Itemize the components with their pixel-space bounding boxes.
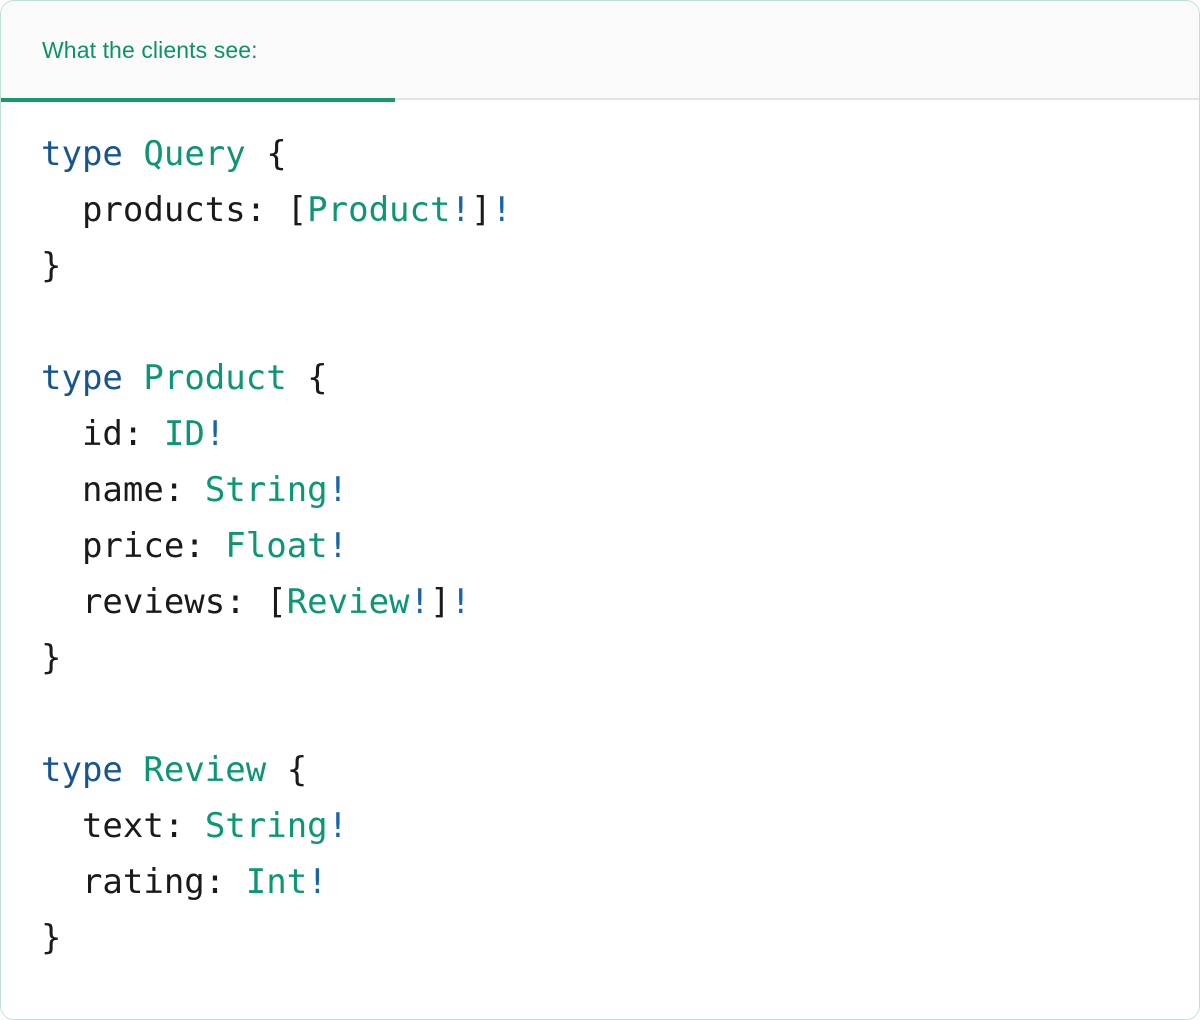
code-line: } <box>41 638 61 678</box>
code-token-plain <box>41 190 82 230</box>
code-line: price: Float! <box>41 526 348 566</box>
code-token-bang: ! <box>204 414 226 454</box>
code-token-punc: ] <box>430 582 451 622</box>
code-area: type Query { products: [Product!]! } typ… <box>1 100 1199 1019</box>
code-line: reviews: [Review!]! <box>41 582 471 622</box>
code-token-field: id <box>81 414 123 454</box>
code-token-type: Review <box>143 750 267 790</box>
code-line: type Review { <box>41 750 307 790</box>
code-token-punc: { <box>266 134 287 174</box>
code-token-punc: [ <box>286 190 308 230</box>
code-token-plain <box>41 806 82 846</box>
code-token-field: text <box>81 806 164 846</box>
tab-bar: What the clients see: <box>1 1 1199 102</box>
code-token-punc: ] <box>470 190 492 230</box>
code-line: rating: Int! <box>41 862 328 902</box>
code-token-plain <box>225 862 245 902</box>
code-token-kw: type <box>41 358 123 398</box>
code-token-plain <box>246 582 266 622</box>
code-token-field: reviews <box>81 582 226 622</box>
code-line: text: String! <box>41 806 348 846</box>
code-token-punc: } <box>41 918 62 958</box>
code-token-bang: ! <box>327 470 349 510</box>
code-token-plain <box>41 470 82 510</box>
code-token-punc: [ <box>266 582 287 622</box>
graphql-schema-code-block[interactable]: type Query { products: [Product!]! } typ… <box>41 126 1199 966</box>
code-line: products: [Product!]! <box>41 190 512 230</box>
code-token-field: rating <box>81 862 205 902</box>
code-token-bang: ! <box>450 582 471 622</box>
code-token-punc: : <box>163 470 185 510</box>
code-token-plain <box>123 134 143 174</box>
code-token-type: Int <box>245 862 308 902</box>
code-token-plain <box>41 862 82 902</box>
code-token-type: Query <box>143 134 246 174</box>
code-token-plain <box>41 414 82 454</box>
code-token-kw: type <box>41 134 123 174</box>
code-token-type: Float <box>225 526 328 566</box>
code-token-plain <box>246 134 266 174</box>
code-token-plain <box>205 526 225 566</box>
code-token-punc: } <box>41 638 62 678</box>
code-token-bang: ! <box>450 190 471 230</box>
code-token-type: Product <box>143 358 287 398</box>
code-token-kw: type <box>41 750 123 790</box>
code-token-punc: { <box>307 358 328 398</box>
code-line: } <box>41 246 61 286</box>
code-token-bang: ! <box>307 862 328 902</box>
code-line: name: String! <box>41 470 348 510</box>
code-token-punc: : <box>163 806 185 846</box>
code-token-type: Review <box>286 582 410 622</box>
code-token-bang: ! <box>409 582 431 622</box>
code-token-plain <box>123 750 143 790</box>
tab-label: What the clients see: <box>42 37 258 63</box>
code-token-field: products <box>81 190 246 230</box>
code-token-punc: : <box>184 526 205 566</box>
code-token-punc: : <box>225 582 246 622</box>
code-line: type Product { <box>41 358 328 398</box>
code-token-plain <box>41 582 82 622</box>
active-tab-indicator <box>1 98 395 102</box>
code-token-punc: : <box>122 414 144 454</box>
code-token-plain <box>123 358 143 398</box>
code-token-field: name <box>81 470 164 510</box>
code-token-punc: : <box>204 862 226 902</box>
code-token-bang: ! <box>491 190 512 230</box>
code-token-plain <box>287 358 307 398</box>
code-token-plain <box>41 526 82 566</box>
code-token-punc: { <box>286 750 308 790</box>
code-token-punc: } <box>41 246 62 286</box>
code-token-type: String <box>204 470 328 510</box>
code-token-bang: ! <box>327 526 349 566</box>
code-line: type Query { <box>41 134 287 174</box>
code-token-plain <box>184 470 204 510</box>
code-line: } <box>41 918 61 958</box>
code-token-type: String <box>204 806 328 846</box>
code-root: type Query { products: [Product!]! } typ… <box>41 134 512 958</box>
code-token-plain <box>143 414 163 454</box>
code-token-punc: : <box>245 190 267 230</box>
code-token-plain <box>184 806 204 846</box>
code-token-bang: ! <box>327 806 349 846</box>
code-token-type: Product <box>307 190 451 230</box>
code-token-type: ID <box>163 414 205 454</box>
code-token-plain <box>266 190 286 230</box>
code-token-plain <box>266 750 286 790</box>
code-token-field: price <box>81 526 185 566</box>
code-line: id: ID! <box>41 414 225 454</box>
tab-what-the-clients-see[interactable]: What the clients see: <box>1 1 395 102</box>
